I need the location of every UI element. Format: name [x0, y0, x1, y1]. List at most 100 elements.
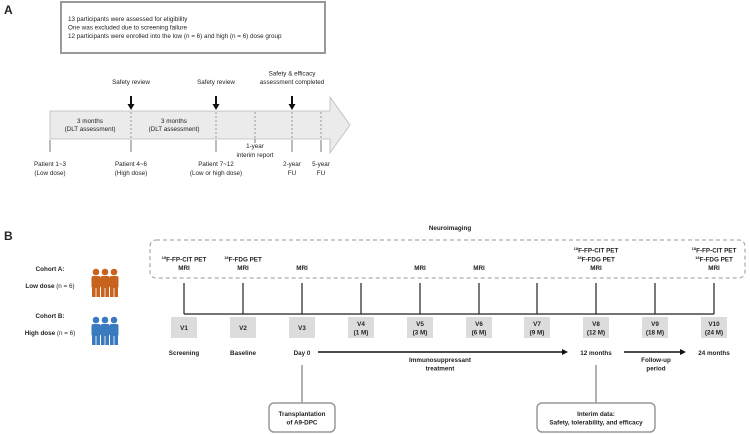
- imaging-modality: MRI: [414, 265, 426, 272]
- visit-box: [407, 317, 433, 338]
- isotope-superscript: 18: [692, 246, 697, 251]
- people-icon: [91, 316, 119, 345]
- milestone-title: Patient 4~6: [115, 161, 148, 168]
- imaging-label: MRI: [296, 265, 308, 272]
- visit-time: (18 M): [646, 330, 664, 337]
- visit-time: (24 M): [705, 330, 723, 337]
- milestone-sub: FU: [288, 170, 297, 177]
- imaging-modality: MRI: [708, 265, 720, 272]
- visit-box: [289, 317, 315, 338]
- review-label: Safety review: [112, 79, 150, 86]
- visit-label: Screening: [169, 350, 200, 357]
- visit-time: (12 M): [587, 330, 605, 337]
- callout-text: of A9-DPC: [287, 420, 318, 427]
- down-arrow-icon: [212, 96, 220, 110]
- imaging-modality: F-FDG PET: [229, 256, 262, 263]
- imaging-modality: F-FDG PET: [700, 256, 733, 263]
- isotope-superscript: 18: [224, 255, 229, 260]
- milestone-title: Patient 1~3: [34, 161, 67, 168]
- period-label: (DLT assessment): [65, 126, 116, 133]
- callout-box: [536, 402, 656, 433]
- treatment-label: Immunosuppressant: [409, 357, 472, 364]
- visit-id: V9: [651, 321, 659, 328]
- neuroimaging-title: Neuroimaging: [429, 225, 471, 232]
- visit-label: Day 0: [294, 350, 311, 357]
- imaging-label: 18F-FDG PET: [224, 255, 262, 264]
- visit-box: [583, 317, 609, 338]
- review-label: Safety review: [197, 79, 235, 86]
- imaging-modality: MRI: [590, 265, 602, 272]
- interim-label: interim report: [236, 152, 273, 159]
- milestone-title: 5-year: [312, 161, 330, 168]
- visit-box: [642, 317, 668, 338]
- visit-box: [524, 317, 550, 338]
- visit-box: [230, 317, 256, 338]
- summary-line: 12 participants were enrolled into the l…: [68, 33, 282, 40]
- down-arrow-icon: [288, 96, 296, 110]
- visit-id: V4: [357, 321, 365, 328]
- panel-b-label: B: [4, 229, 13, 243]
- imaging-label: 18F-FDG PET: [695, 255, 733, 264]
- visit-time: (6 M): [472, 330, 487, 337]
- visit-time: (9 M): [530, 330, 545, 337]
- imaging-label: MRI: [414, 265, 426, 272]
- visit-box: [701, 317, 727, 338]
- visit-id: V2: [239, 325, 247, 332]
- followup-arrow: [624, 349, 686, 355]
- followup-label: period: [646, 366, 665, 373]
- callout-text: Transplantation: [279, 411, 326, 418]
- imaging-modality: F-FDG PET: [582, 256, 615, 263]
- imaging-label: MRI: [473, 265, 485, 272]
- visit-time: (3 M): [413, 330, 428, 337]
- period-label: 3 months: [161, 118, 187, 125]
- imaging-modality: MRI: [178, 265, 190, 272]
- isotope-superscript: 18: [162, 255, 167, 260]
- visit-label: Baseline: [230, 350, 256, 357]
- imaging-label: MRI: [708, 265, 720, 272]
- callout-box: [268, 402, 336, 433]
- imaging-modality: F-FP-CIT PET: [578, 248, 618, 255]
- imaging-label: 18F-FP-CIT PET: [162, 255, 207, 264]
- visit-id: V1: [180, 325, 188, 332]
- imaging-modality: MRI: [296, 265, 308, 272]
- imaging-modality: MRI: [237, 265, 249, 272]
- milestone-title: Patient 7~12: [198, 161, 234, 168]
- visit-id: V5: [416, 321, 424, 328]
- imaging-label: 18F-FP-CIT PET: [692, 246, 737, 255]
- visit-id: V7: [533, 321, 541, 328]
- visit-id: V8: [592, 321, 600, 328]
- cohort-n: (n = 6): [56, 283, 74, 290]
- summary-line: 13 participants were assessed for eligib…: [68, 16, 188, 23]
- imaging-modality: MRI: [473, 265, 485, 272]
- panel-a-label: A: [4, 3, 13, 17]
- imaging-label: MRI: [237, 265, 249, 272]
- followup-label: Follow-up: [641, 357, 671, 364]
- people-icon: [91, 268, 119, 297]
- visit-box: [348, 317, 374, 338]
- milestone-sub: (Low dose): [34, 170, 65, 177]
- cohort-dose: High dose (n = 6): [25, 330, 76, 337]
- treatment-label: treatment: [426, 366, 456, 373]
- imaging-label: 18F-FP-CIT PET: [574, 246, 619, 255]
- interim-label: 1-year: [246, 143, 264, 150]
- visit-time: (1 M): [354, 330, 369, 337]
- visit-id: V3: [298, 325, 306, 332]
- enrollment-summary-box: [60, 1, 326, 54]
- imaging-label: MRI: [178, 265, 190, 272]
- imaging-modality: F-FP-CIT PET: [166, 256, 206, 263]
- review-label: assessment completed: [260, 79, 325, 86]
- treatment-arrow: [318, 349, 568, 355]
- milestone-sub: (Low or high dose): [190, 170, 242, 177]
- isotope-superscript: 18: [574, 246, 579, 251]
- cohort-name: Cohort A:: [36, 266, 65, 273]
- cohort-dose: Low dose (n = 6): [25, 283, 74, 290]
- visit-label: 12 months: [580, 350, 612, 357]
- visit-id: V10: [708, 321, 720, 328]
- isotope-superscript: 18: [577, 255, 582, 260]
- imaging-label: MRI: [590, 265, 602, 272]
- cohort-name: Cohort B:: [35, 313, 64, 320]
- isotope-superscript: 18: [695, 255, 700, 260]
- milestone-sub: FU: [317, 170, 326, 177]
- cohort-n: (n = 6): [57, 330, 75, 337]
